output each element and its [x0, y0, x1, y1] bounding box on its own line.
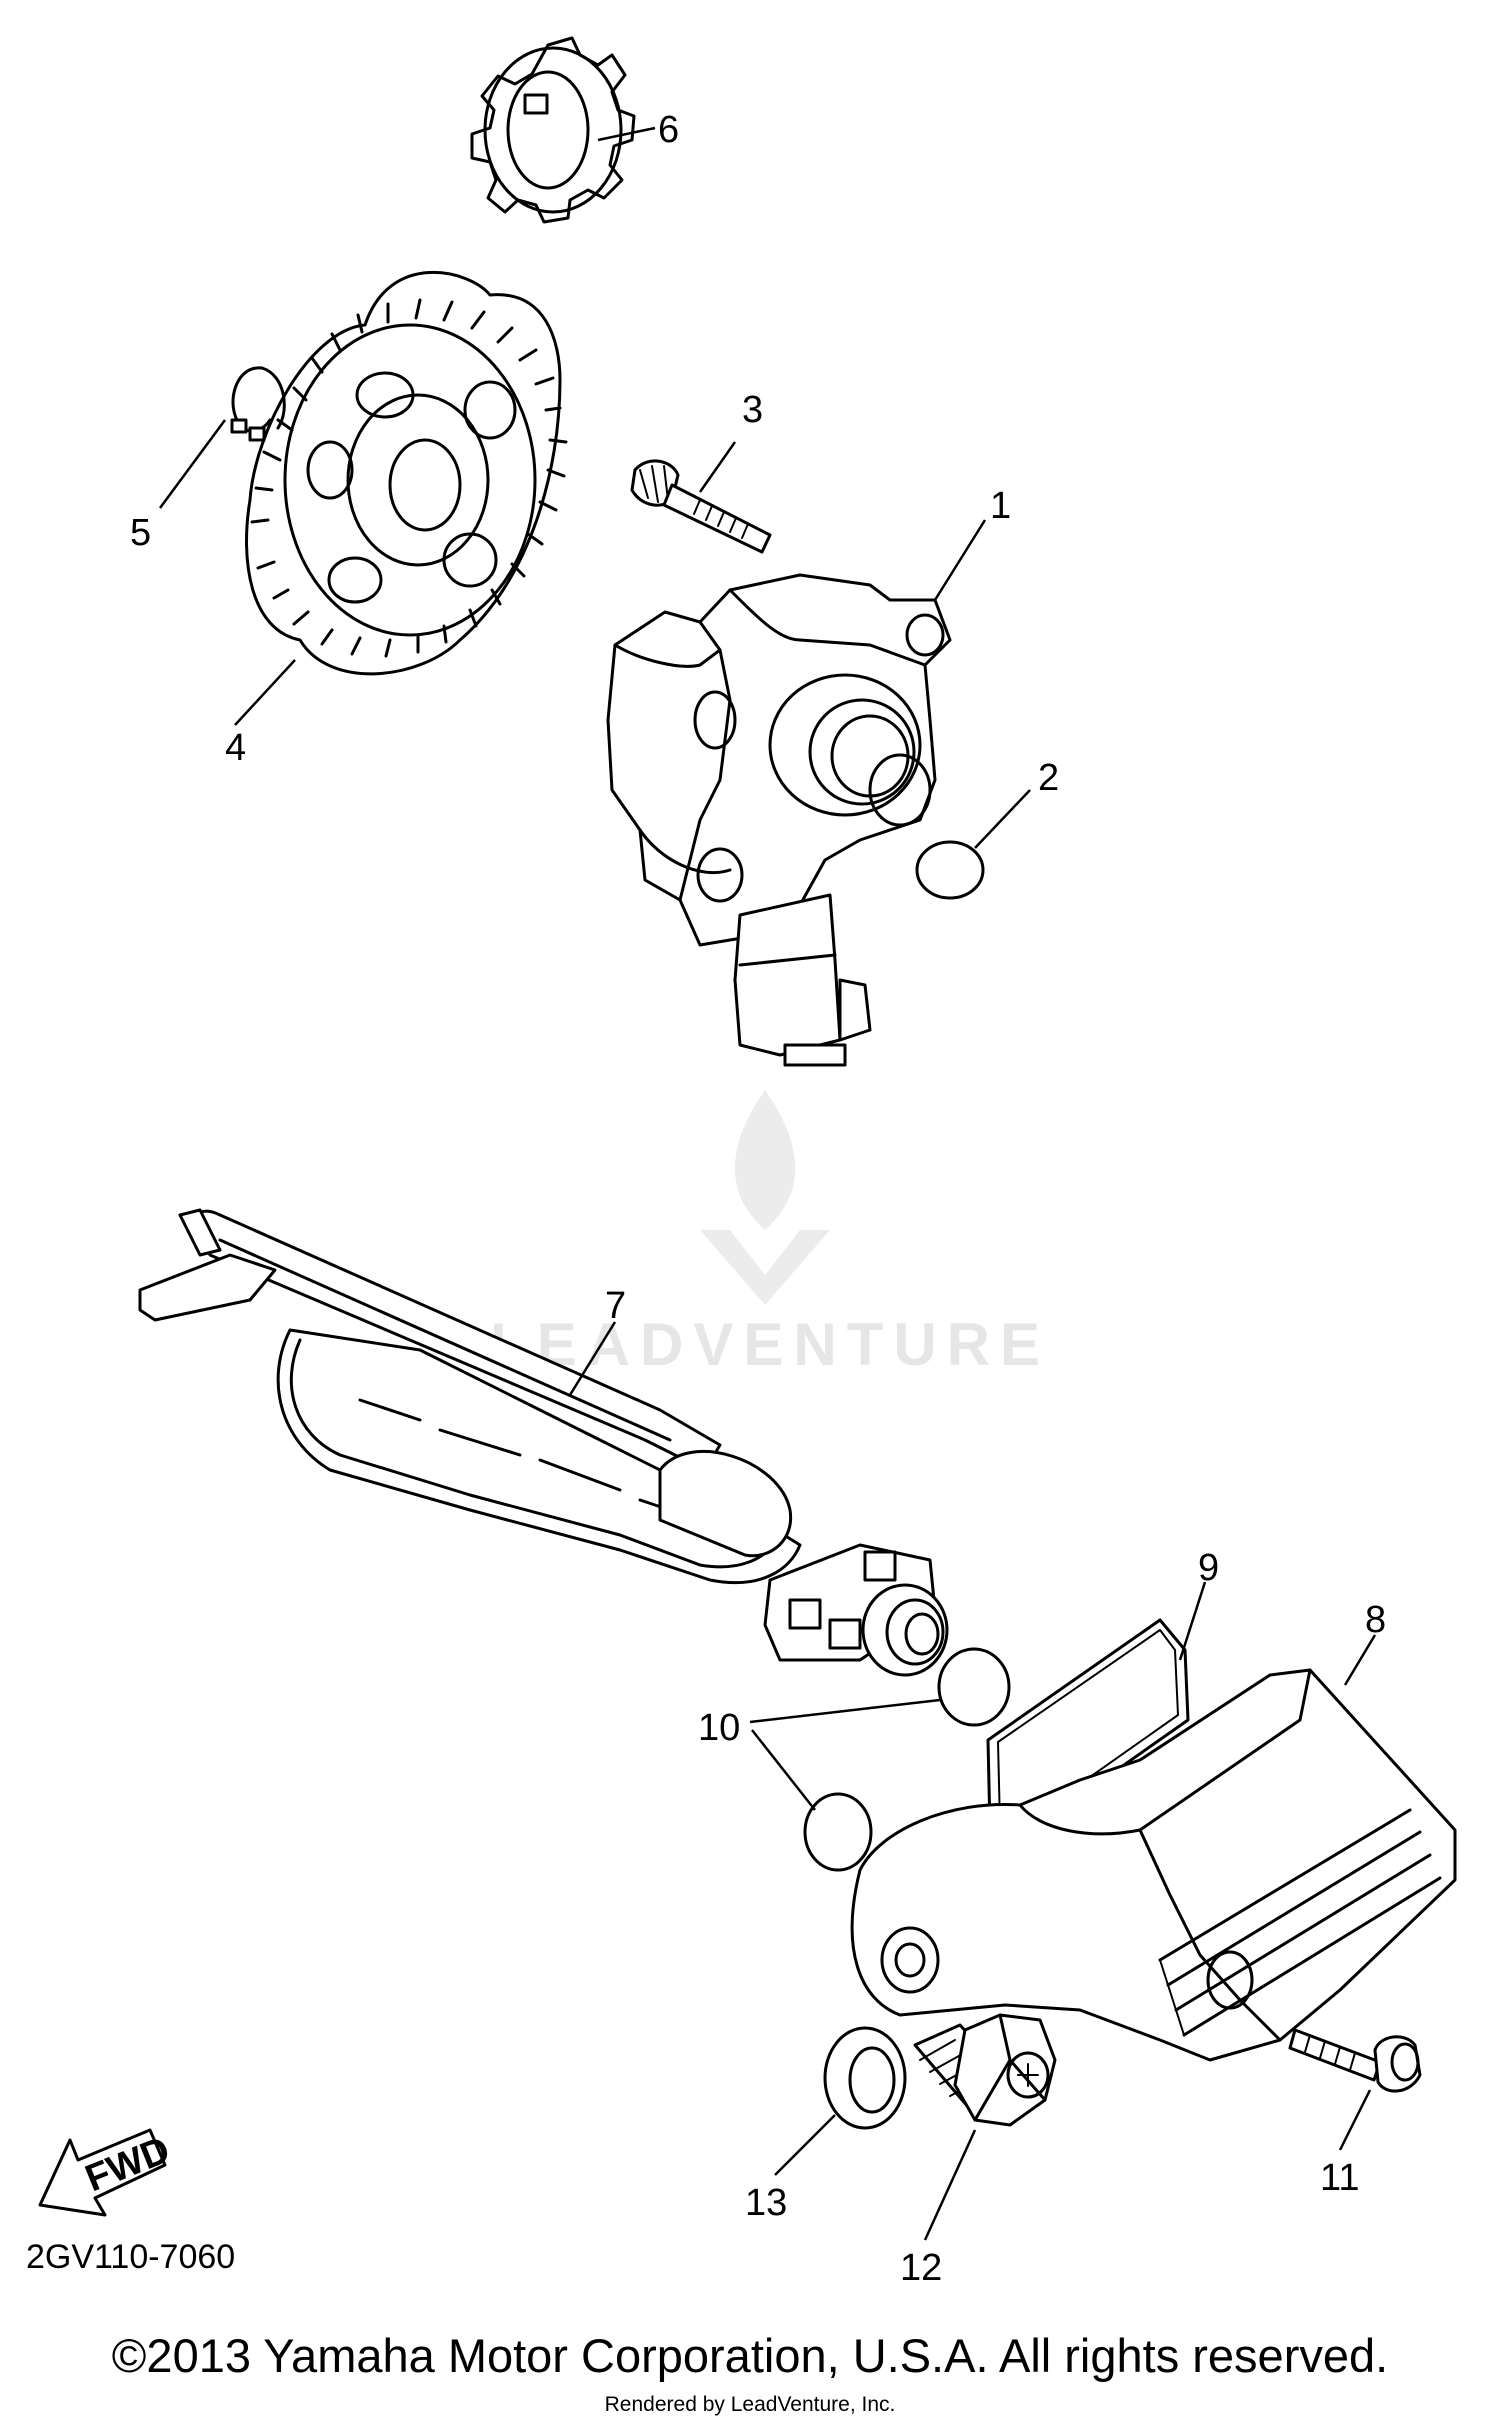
part-7-oil-strainer[interactable] [138, 1208, 949, 1677]
callout-3: 3 [742, 389, 763, 431]
part-2-o-ring[interactable] [915, 840, 985, 900]
callout-9: 9 [1198, 1547, 1219, 1589]
callout-2: 2 [1038, 757, 1059, 799]
callout-11: 11 [1320, 2157, 1359, 2199]
callout-5: 5 [130, 512, 151, 554]
callout-8: 8 [1365, 1599, 1386, 1641]
rendered-by-notice: Rendered by LeadVenture, Inc. [604, 2393, 896, 2416]
callout-13: 13 [745, 2182, 787, 2224]
callout-1: 1 [990, 485, 1011, 527]
copyright-notice: ©2013 Yamaha Motor Corporation, U.S.A. A… [111, 2329, 1389, 2382]
part-5-circlip[interactable] [230, 366, 286, 442]
leader-lines [158, 126, 1377, 2241]
part-8-cover[interactable] [850, 1668, 1457, 2062]
callouts: 1 2 3 4 5 6 7 8 9 10 11 12 13 [130, 109, 1386, 2289]
part-3-bolt[interactable] [630, 459, 772, 554]
callout-7: 7 [605, 1285, 626, 1327]
part-10-o-ring-a[interactable] [937, 1647, 1011, 1727]
part-13-washer[interactable] [823, 2026, 907, 2130]
part-1-oil-pump[interactable] [606, 573, 952, 1067]
callout-12: 12 [900, 2247, 942, 2289]
part-4-large-gear[interactable] [245, 271, 568, 676]
part-10-o-ring-b[interactable] [803, 1792, 873, 1872]
watermark-logo [700, 1090, 830, 1305]
fwd-arrow-icon: FWD [38, 2128, 176, 2217]
callout-6: 6 [658, 109, 679, 151]
part-6-small-gear[interactable] [470, 36, 636, 224]
part-12-drain-bolt[interactable] [913, 2013, 1057, 2127]
diagram-code: 2GV110-7060 [26, 2238, 236, 2276]
part-11-screw[interactable] [1288, 2028, 1422, 2093]
callout-10: 10 [698, 1707, 740, 1749]
watermark-text: LEADVENTURE [490, 1311, 1051, 1378]
callout-4: 4 [225, 727, 246, 769]
